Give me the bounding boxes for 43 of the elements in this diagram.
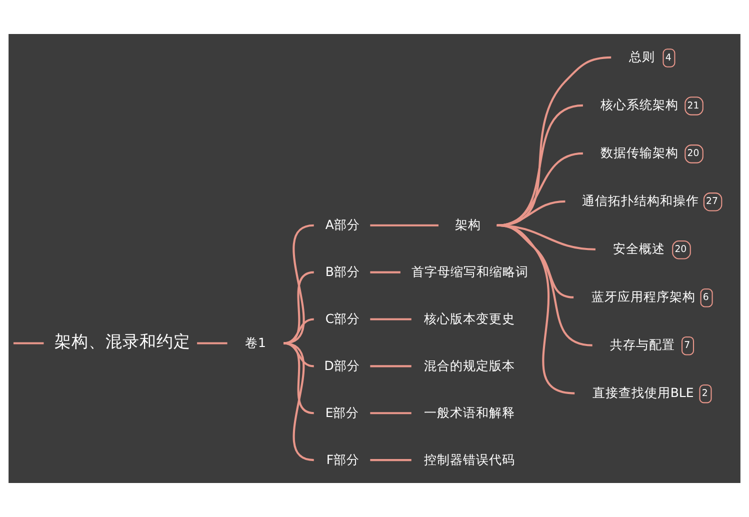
node-box: 4: [662, 48, 676, 68]
node-label: 共存与配置: [610, 337, 676, 352]
connector: [496, 224, 575, 394]
node-label: 安全概述: [613, 241, 666, 256]
node-text: 架构: [455, 217, 482, 232]
node-text: C部分: [325, 311, 360, 326]
connector: [13, 342, 44, 344]
node-text: B部分: [325, 264, 360, 280]
connector: [370, 459, 412, 462]
node-text: 核心版本变更史: [424, 311, 515, 326]
node-text: 首字母缩写和缩略词: [411, 264, 528, 280]
node-label: 直接查找使用BLE: [592, 385, 694, 400]
node-label: 蓝牙应用程序架构: [591, 289, 696, 304]
node-label: 核心系统架构: [600, 97, 679, 112]
connector: [283, 342, 314, 462]
connector: [197, 342, 228, 344]
connector: [284, 318, 314, 344]
connector: [283, 224, 314, 344]
connector: [370, 224, 438, 226]
node-text: 控制器错误代码: [424, 452, 515, 467]
node-box: 2: [699, 384, 712, 404]
node-label: 数据传输架构: [600, 145, 679, 160]
connector: [283, 271, 314, 344]
connector: [496, 152, 584, 226]
node-box: 6: [700, 288, 713, 308]
connector: [496, 56, 612, 226]
connector: [370, 412, 412, 414]
node-box: 7: [682, 336, 694, 356]
node-label: 总则: [628, 49, 655, 64]
node-text: 架构、混录和约定: [54, 332, 191, 352]
node-text: F部分: [326, 452, 360, 467]
connector: [496, 200, 566, 226]
node-label: 通信拓扑结构和操作: [582, 193, 699, 208]
node-text: 混合的规定版本: [424, 358, 515, 373]
connector: [370, 271, 400, 274]
connector: [496, 104, 584, 226]
node-text: 一般术语和解释: [424, 404, 515, 420]
connector: [370, 318, 412, 320]
connector: [370, 365, 412, 368]
node-text: A部分: [325, 217, 360, 232]
node-text: D部分: [324, 358, 360, 373]
node-text: E部分: [325, 404, 360, 420]
node-text: 卷1: [245, 334, 266, 350]
